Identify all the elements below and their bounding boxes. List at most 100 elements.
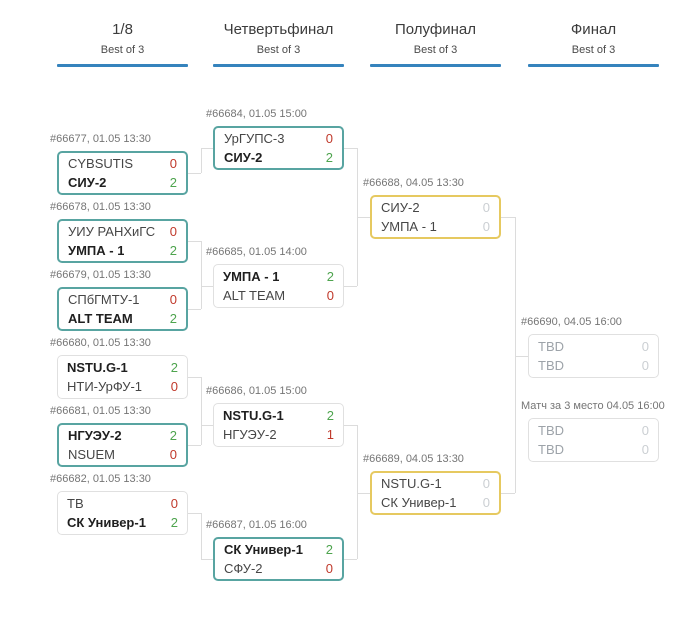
team-score: 0	[482, 200, 490, 215]
round-underline	[213, 64, 344, 67]
round-header-1-8: 1/8 Best of 3	[57, 21, 188, 67]
match-label: #66681, 01.05 13:30	[50, 405, 151, 417]
connector-line	[201, 425, 213, 426]
team-score: 0	[325, 561, 333, 576]
team-name: TBD	[538, 442, 564, 458]
team-row: СФУ-2 0	[215, 559, 342, 578]
connector-line	[201, 148, 202, 173]
team-name: СИУ-2	[224, 150, 263, 165]
team-score: 0	[170, 495, 178, 511]
team-name: НГУЭУ-2	[223, 427, 277, 443]
connector-line	[344, 425, 357, 426]
team-name: ТВ	[67, 495, 84, 511]
team-score: 2	[169, 428, 177, 443]
team-row: СПбГМТУ-1 0	[59, 290, 186, 309]
connector-line	[515, 217, 516, 493]
connector-line	[201, 377, 202, 445]
team-score: 1	[326, 427, 334, 443]
team-name: СФУ-2	[224, 561, 263, 576]
round-title: 1/8	[112, 21, 133, 38]
connector-line	[344, 286, 357, 287]
connector-line	[188, 241, 201, 242]
match-label: #66688, 04.05 13:30	[363, 177, 464, 189]
round-title: Четвертьфинал	[223, 21, 334, 38]
round-underline	[528, 64, 659, 67]
team-name: УрГУПС-3	[224, 131, 285, 146]
team-score: 2	[169, 311, 177, 326]
team-name: НТИ-УрФУ-1	[67, 379, 143, 395]
team-name: NSTU.G-1	[67, 359, 128, 375]
team-row: TBD 0	[529, 356, 658, 375]
team-name: TBD	[538, 358, 564, 374]
team-name: СПбГМТУ-1	[68, 292, 140, 307]
team-row: TBD 0	[529, 337, 658, 356]
team-score: 0	[482, 219, 490, 234]
match-label: #66686, 01.05 15:00	[206, 385, 307, 397]
connector-line	[188, 377, 201, 378]
team-score: 0	[169, 156, 177, 171]
team-name: NSTU.G-1	[223, 407, 284, 423]
match-label: #66679, 01.05 13:30	[50, 269, 151, 281]
team-row: НГУЭУ-2 2	[59, 426, 186, 445]
round-header-semifinal: Полуфинал Best of 3	[370, 21, 501, 67]
match-label: #66682, 01.05 13:30	[50, 473, 151, 485]
team-name: TBD	[538, 338, 564, 354]
team-score: 0	[169, 292, 177, 307]
team-score: 2	[170, 515, 178, 531]
round-title: Финал	[570, 21, 617, 38]
team-name: СИУ-2	[381, 200, 420, 215]
team-score: 2	[326, 407, 334, 423]
team-name: NSTU.G-1	[381, 476, 442, 491]
round-subtitle: Best of 3	[571, 44, 616, 56]
team-row: ТВ 0	[58, 494, 187, 513]
team-row: NSTU.G-1 2	[214, 406, 343, 425]
connector-line	[188, 445, 201, 446]
team-score: 0	[641, 358, 649, 374]
connector-line	[515, 356, 528, 357]
connector-line	[344, 148, 357, 149]
connector-line	[357, 493, 370, 494]
team-score: 0	[641, 338, 649, 354]
connector-line	[188, 513, 201, 514]
match-label: #66689, 04.05 13:30	[363, 453, 464, 465]
team-name: УМПА - 1	[223, 268, 280, 284]
match-label: Матч за 3 место 04.05 16:00	[521, 400, 665, 412]
round-header-quarterfinal: Четвертьфинал Best of 3	[213, 21, 344, 67]
match-label: #66677, 01.05 13:30	[50, 133, 151, 145]
connector-line	[201, 241, 202, 309]
team-name: НГУЭУ-2	[68, 428, 122, 443]
round-underline	[370, 64, 501, 67]
